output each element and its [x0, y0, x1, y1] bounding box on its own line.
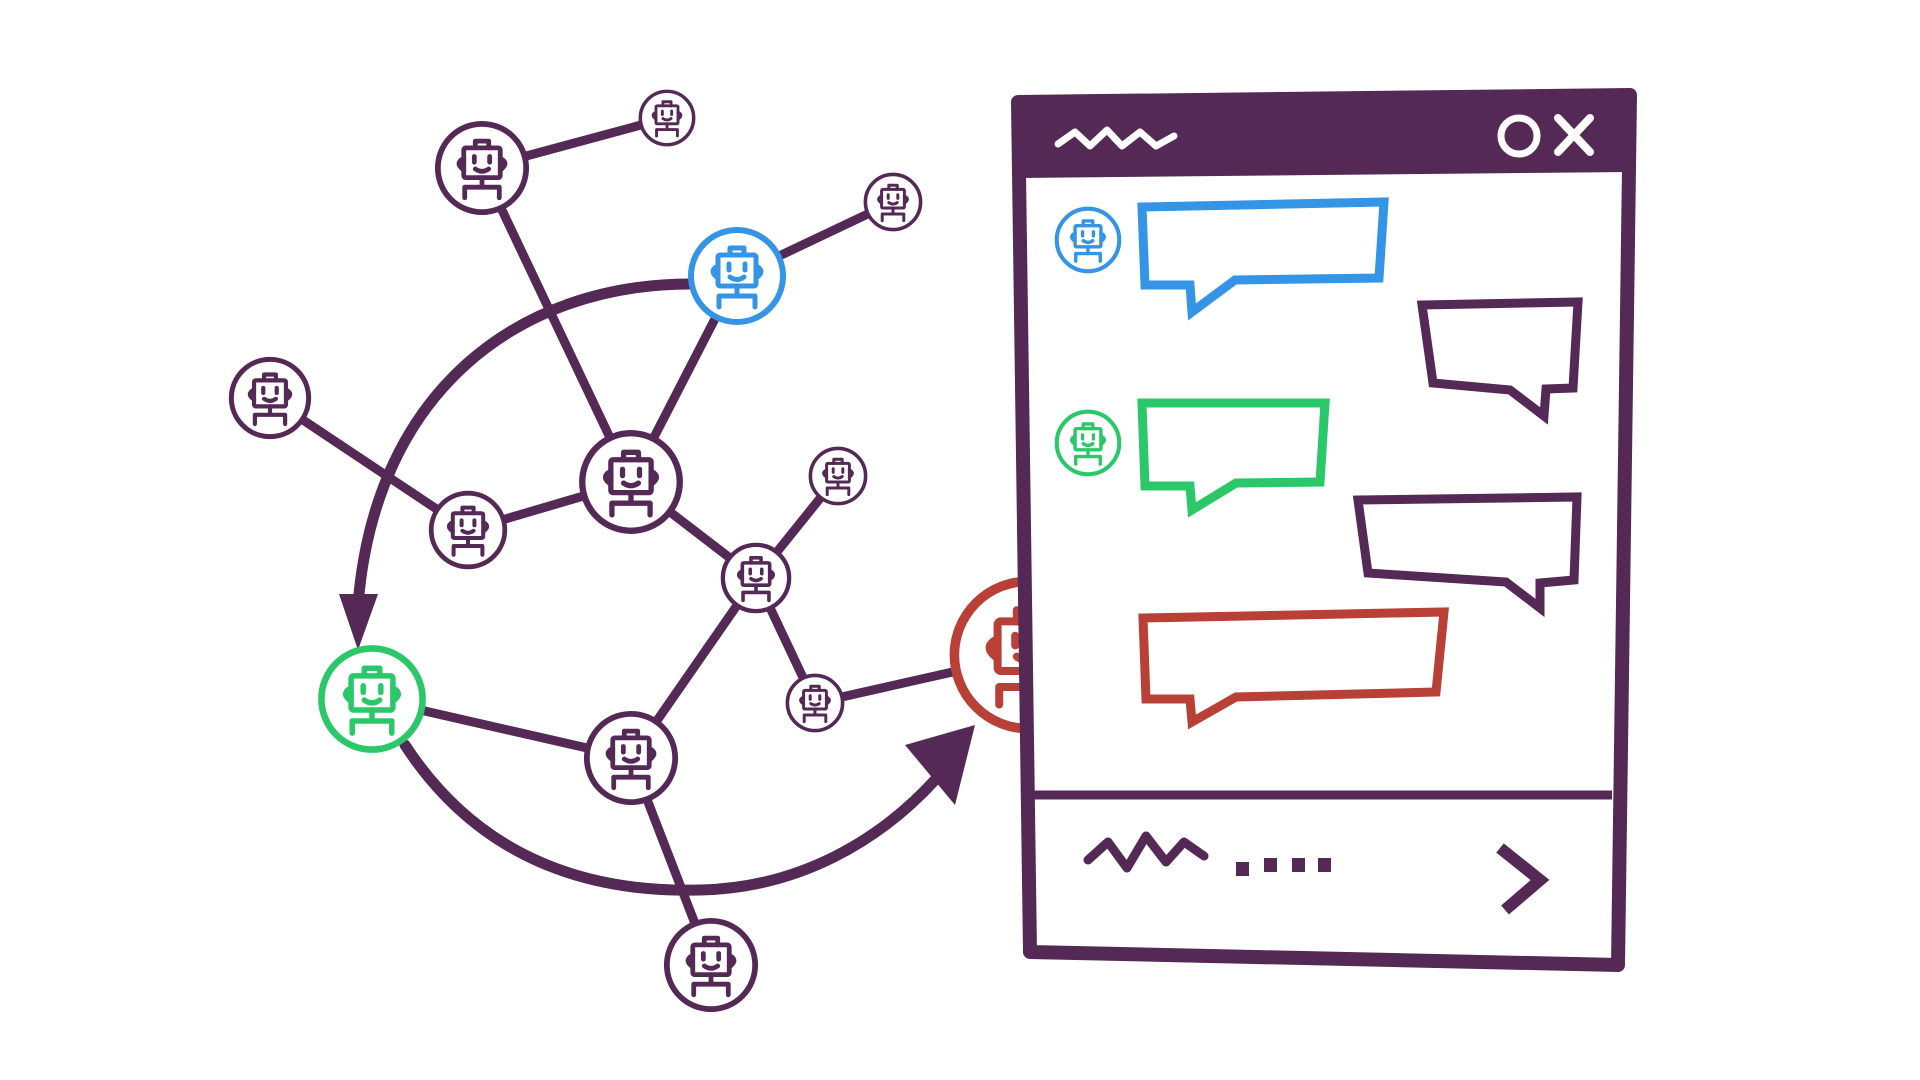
message-bubble-left — [1138, 607, 1449, 730]
robot-node-icon — [785, 673, 845, 733]
network-edges — [265, 113, 1033, 970]
routing-arrows — [339, 278, 975, 896]
circle-icon[interactable] — [1497, 114, 1541, 158]
squiggle-icon[interactable] — [1083, 831, 1209, 873]
ellipsis-icon — [1236, 858, 1331, 876]
title-bar — [1018, 95, 1630, 178]
routing-arrow-to-green — [352, 278, 696, 611]
robot-avatar-icon — [1054, 206, 1122, 274]
close-icon[interactable] — [1554, 114, 1594, 156]
routing-arrow-to-red — [399, 739, 941, 896]
arrowhead-icon — [905, 725, 975, 805]
robot-node-icon — [720, 542, 792, 614]
robot-node-icon — [579, 430, 683, 534]
message-bubble-left — [1137, 197, 1389, 321]
network-edge — [477, 163, 636, 487]
robot-node-icon — [583, 710, 679, 806]
robot-node-icon — [638, 89, 696, 147]
robot-node-icon — [808, 446, 868, 506]
arrowhead-icon — [339, 594, 378, 650]
chevron-right-icon[interactable] — [1496, 843, 1550, 915]
robot-node-icon — [228, 356, 312, 440]
robot-node-icon — [318, 645, 426, 753]
robot-node-icon — [428, 490, 508, 570]
chat-window[interactable] — [1011, 88, 1637, 972]
robot-node-icon — [434, 120, 530, 216]
message-bubble-right — [1416, 297, 1583, 425]
robot-node-icon — [863, 172, 923, 232]
message-bubble-right — [1352, 492, 1582, 618]
robot-node-icon — [663, 917, 759, 1013]
squiggle-icon — [1054, 126, 1178, 150]
robot-avatar-icon — [1054, 409, 1122, 477]
message-bubble-left — [1137, 398, 1330, 518]
robot-node-icon — [688, 227, 786, 325]
